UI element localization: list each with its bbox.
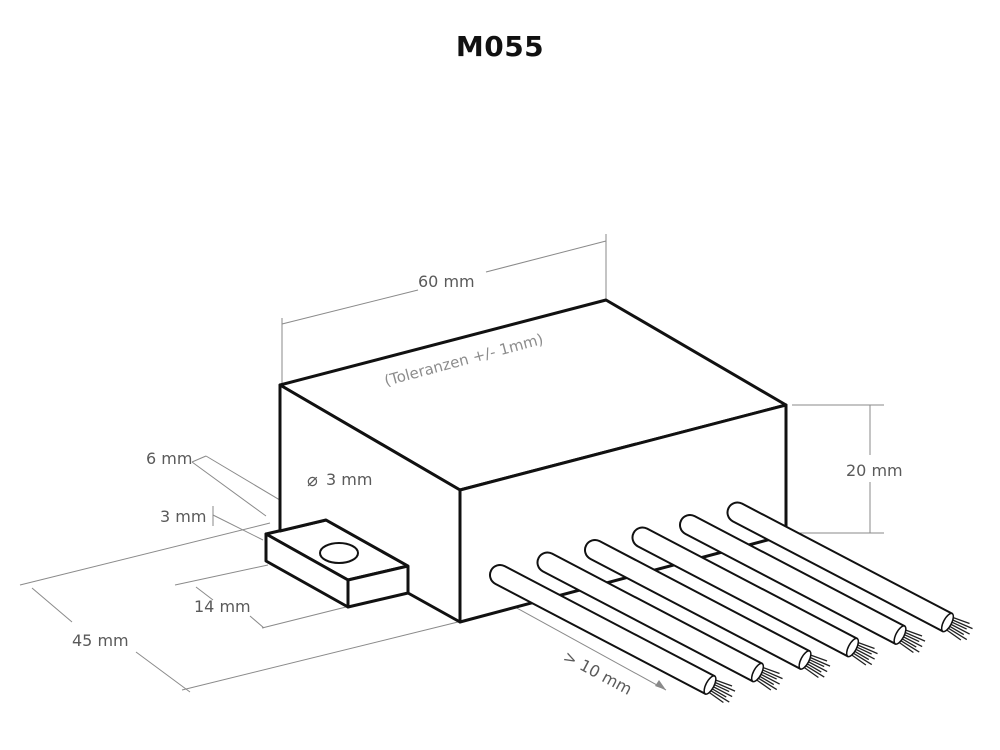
wire-cut-end <box>798 650 812 670</box>
wire-4 <box>631 526 878 666</box>
drawing-title: M055 <box>455 30 545 63</box>
dim-tab-length-label: 14 mm <box>194 597 251 616</box>
wire-insulation <box>536 551 764 683</box>
dim-width-label: 45 mm <box>72 631 129 650</box>
wire-insulation <box>489 564 716 695</box>
hole-diameter-symbol: ⌀ <box>307 470 318 491</box>
mounting-tab <box>264 518 410 609</box>
wire-insulation <box>631 526 859 658</box>
wire-insulation <box>584 539 811 670</box>
wire-insulation <box>726 501 954 633</box>
wire-6 <box>726 501 973 641</box>
dim-tab-width-label: 6 mm <box>146 449 192 468</box>
dim-tab-thickness-label: 3 mm <box>160 507 206 526</box>
wire-5 <box>679 514 926 654</box>
wire-2 <box>536 551 783 691</box>
mounting-hole <box>319 542 359 564</box>
wire-cut-end <box>845 637 860 658</box>
wire-cut-end <box>893 625 907 645</box>
wire-1 <box>489 564 736 704</box>
dim-wire-length-label: > 10 mm <box>560 647 635 699</box>
wire-cut-end <box>940 612 955 633</box>
wire-cut-end <box>703 675 717 695</box>
dim-length-label: 60 mm <box>418 272 475 291</box>
wire-cut-end <box>750 662 765 683</box>
wire-insulation <box>679 514 906 645</box>
dim-hole-diameter-label: 3 mm <box>326 470 372 489</box>
wires <box>489 501 973 704</box>
dim-height-label: 20 mm <box>846 461 903 480</box>
wire-3 <box>584 539 831 679</box>
